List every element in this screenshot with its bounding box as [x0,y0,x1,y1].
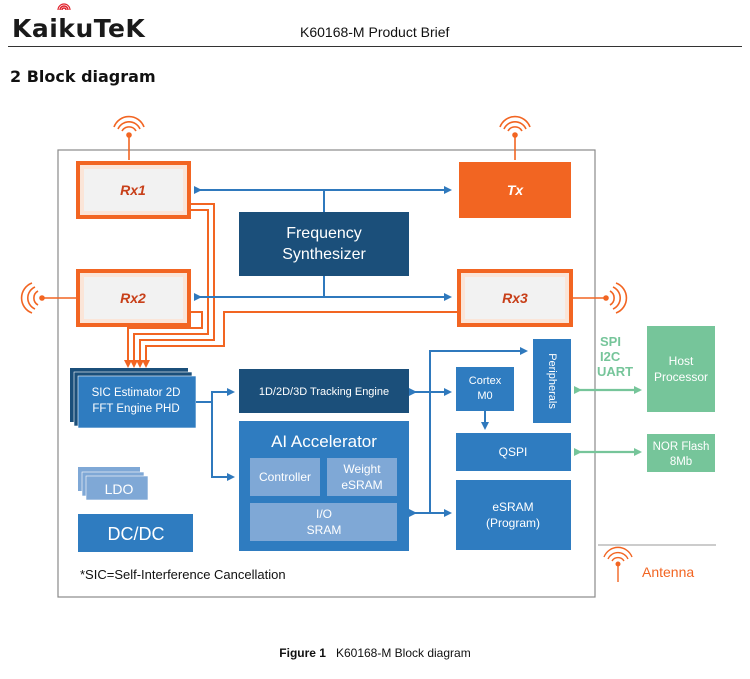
nor-label-1: NOR Flash [653,441,710,453]
figure-caption-text: K60168-M Block diagram [335,646,471,660]
host-interface-arrow [574,386,642,456]
weight-label-2: eSRAM [341,478,382,492]
antenna-icon-rx2 [20,282,78,314]
figure-number: Figure 1 [279,646,326,660]
lo-distribution-arrows [194,186,452,301]
io-sram-block [250,503,397,541]
logo-wave-icon [57,3,71,11]
esram-label-1: eSRAM [492,500,533,514]
antenna-icon-rx3 [573,282,628,314]
frequency-synthesizer-label-1: Frequency [286,225,362,242]
controller-block [250,458,320,496]
esram-program-block [456,480,571,550]
qspi-label: QSPI [499,445,528,459]
header-divider [8,46,742,47]
weight-label-1: Weight [343,462,381,476]
frequency-synthesizer-block [239,212,409,276]
uart-label: UART [597,364,633,379]
host-processor-block [647,326,715,412]
block-diagram: Rx1 Tx Rx2 Rx3 Frequency Synthesizer SIC… [20,115,716,598]
spi-label: SPI [600,334,621,349]
kaikutek-logo: KaikuTeK [12,14,146,43]
controller-label: Controller [259,470,311,484]
nor-label-2: 8Mb [670,456,692,468]
peripherals-label: Peripherals [546,353,558,409]
cortex-label-1: Cortex [469,375,502,387]
rx1-label: Rx1 [120,182,146,198]
sic-estimator-block [77,375,197,429]
cortex-label-2: M0 [477,390,492,402]
frequency-synthesizer-label-2: Synthesizer [282,246,366,263]
nor-flash-block [647,434,715,472]
tracking-engine-label: 1D/2D/3D Tracking Engine [259,386,389,398]
tx-label: Tx [507,182,525,198]
dcdc-block [78,514,193,552]
tracking-engine-block [239,369,409,413]
antenna-icon-rx1 [113,115,145,160]
esram-label-2: (Program) [486,516,540,530]
sic-label-2: FFT Engine PHD [92,403,179,415]
io-sram-label-1: I/O [316,507,332,521]
antenna-icon-tx [499,115,531,160]
tx-block [459,162,571,218]
i2c-label: I2C [600,349,621,364]
sic-footnote: *SIC=Self-Interference Cancellation [80,567,286,582]
ldo-block [85,475,149,501]
dcdc-label: DC/DC [108,524,165,544]
header-title: K60168-M Product Brief [300,24,450,40]
peripherals-block [533,339,571,423]
weight-esram-block [327,458,397,496]
rx2-label: Rx2 [120,290,146,306]
rx3-label: Rx3 [502,290,528,306]
figure-caption: Figure 1 K60168-M Block diagram [0,646,750,660]
host-label-2: Processor [654,370,708,384]
section-title: 2 Block diagram [10,67,156,86]
ldo-label: LDO [105,481,134,497]
sic-label-1: SIC Estimator 2D [92,387,181,399]
host-label-1: Host [669,354,694,368]
cortex-m0-block [456,367,514,411]
sic-output-arrows [196,388,235,481]
rx-signal-wires [124,203,459,368]
ai-accelerator-label: AI Accelerator [271,432,377,451]
io-sram-label-2: SRAM [307,523,342,537]
legend-antenna-icon [603,546,633,582]
system-bus-arrows [409,347,528,517]
legend-antenna-label: Antenna [642,564,694,580]
qspi-block [456,433,571,471]
